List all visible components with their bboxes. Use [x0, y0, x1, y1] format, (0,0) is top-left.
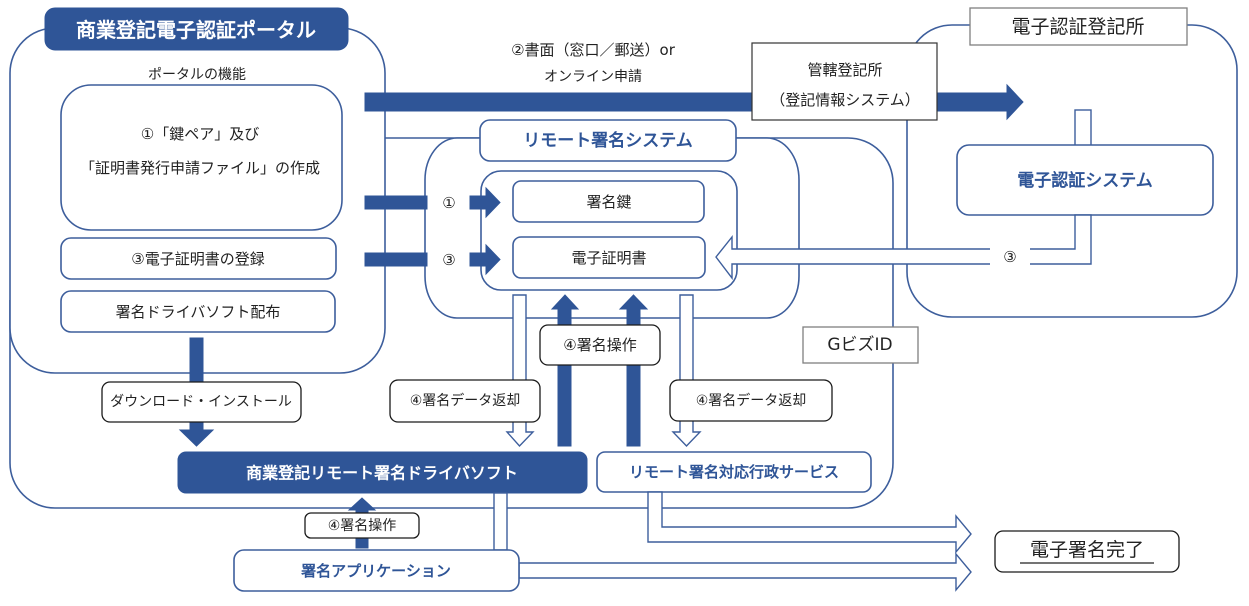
step3-left-arrow	[364, 243, 501, 276]
sign-app-completion-arrow	[518, 552, 972, 592]
application-flow-line2: オンライン申請	[544, 69, 642, 85]
portal-subtitle: ポータルの機能	[148, 67, 246, 83]
registry-office-box	[751, 42, 938, 121]
sign-operation-arrow-b	[618, 294, 649, 447]
sign-data-return-left-box	[389, 379, 541, 423]
sign-data-return-arrow-right	[671, 294, 702, 448]
download-install-label: ダウンロード・インストール	[110, 394, 292, 410]
signature-complete-box	[994, 530, 1180, 573]
driver-distribution-label: 署名ドライバソフト配布	[116, 303, 281, 321]
hollow-down-arrow-right	[671, 294, 702, 448]
ecert-system-label: 電子認証システム	[1017, 170, 1153, 191]
admin-service-label: リモート署名対応行政サービス	[629, 463, 839, 481]
cert-return-gap	[990, 246, 1030, 267]
step3-arrow-shaft	[469, 252, 488, 267]
certificate-box	[512, 236, 706, 279]
application-arrow-head	[1006, 83, 1024, 121]
step3-right-label: ③	[1003, 248, 1016, 266]
driver-distribution-function-box	[60, 290, 336, 333]
driver-to-app-connector	[493, 492, 508, 551]
sign-operation-center-label: ④署名操作	[563, 336, 636, 354]
key-pair-line2: 「証明書発行申請ファイル」の作成	[80, 159, 320, 177]
step1-arrow	[364, 186, 501, 219]
registry-office-system: （登記情報システム）	[770, 91, 920, 109]
gbiz-id-label: GビズID	[827, 335, 892, 355]
cert-registration-label: ③電子証明書の登録	[131, 250, 264, 268]
signature-complete-label: 電子署名完了	[1030, 539, 1144, 561]
sign-application-box	[233, 549, 520, 592]
gbiz-id-region-outline	[9, 137, 894, 509]
cert-registration-function-box	[60, 237, 337, 280]
sign-application-label: 署名アプリケーション	[300, 562, 451, 580]
driver-software-box	[177, 451, 588, 494]
sign-operation-bottom-box	[304, 512, 420, 539]
step1-label: ①	[442, 194, 455, 212]
driver-software-label: 商業登記リモート署名ドライバソフト	[246, 464, 518, 483]
signing-key-box	[512, 180, 705, 223]
remote-signing-title-box	[479, 119, 737, 162]
step3-left-label: ③	[442, 251, 455, 269]
ecert-registry-title-box	[969, 7, 1188, 46]
key-pair-function-box	[60, 84, 343, 231]
step1-arrow-tail	[364, 195, 428, 210]
step3-arrow-head	[485, 243, 501, 276]
registry-office-name: 管轄登記所	[807, 61, 882, 79]
remote-signing-title: リモート署名システム	[523, 130, 693, 151]
ecert-system-connector	[1074, 109, 1092, 147]
sign-data-return-right-box	[669, 379, 833, 422]
admin-service-box	[596, 451, 872, 493]
ecert-registry-title: 電子認証登記所	[1011, 16, 1144, 38]
sign-operation-center-box	[539, 324, 661, 366]
admin-service-completion-arrow	[647, 491, 972, 554]
step1-arrow-head	[485, 186, 501, 219]
step3-arrow-tail	[364, 252, 428, 267]
portal-title-box	[44, 7, 349, 51]
blue-up-arrow-b	[618, 294, 649, 447]
gbiz-id-label-box	[802, 326, 919, 364]
sign-data-return-right-label: ④署名データ返却	[696, 392, 807, 409]
step1-arrow-shaft	[469, 195, 488, 210]
signing-key-label: 署名鍵	[586, 193, 631, 211]
sign-operation-bottom-label: ④署名操作	[328, 518, 397, 534]
sign-data-return-left-label: ④署名データ返却	[410, 392, 521, 409]
portal-title: 商業登記電子認証ポータル	[76, 18, 316, 42]
key-pair-line1: ①「鍵ペア」及び	[141, 125, 259, 143]
application-flow-line1: ②書面（窓口／郵送）or	[511, 41, 676, 59]
certificate-label: 電子証明書	[571, 249, 646, 267]
download-install-label-box	[101, 381, 302, 423]
